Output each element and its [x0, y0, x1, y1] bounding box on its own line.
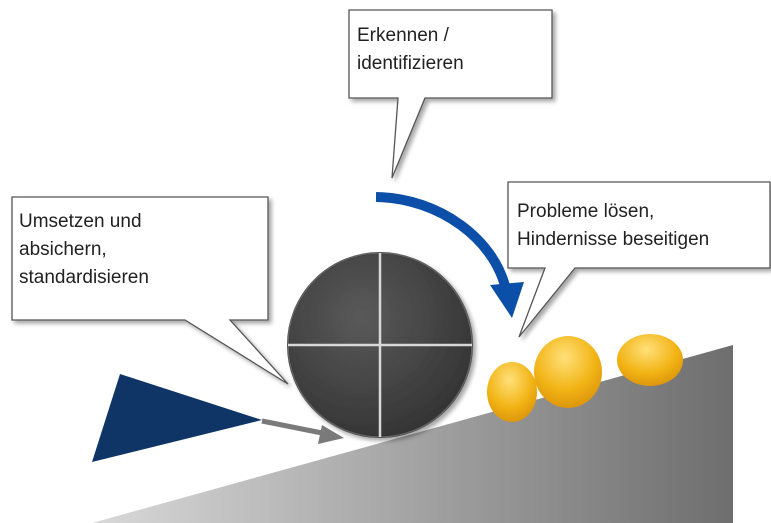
callout-text-standardize: Umsetzen und absichern, standardisieren — [19, 208, 149, 292]
wedge-stopper — [92, 374, 262, 462]
callout-line: absichern, — [19, 239, 107, 260]
obstacle-large — [534, 336, 602, 408]
callout-line: standardisieren — [19, 267, 149, 288]
callout-bubble-solve — [507, 181, 771, 338]
curved-arrow — [375, 192, 524, 318]
callout-line: Hindernisse beseitigen — [517, 229, 710, 250]
wheel — [287, 252, 473, 438]
callout-text-solve: Probleme lösen, Hindernisse beseitigen — [517, 198, 709, 254]
callout-text-identify: Erkennen / identifizieren — [357, 22, 464, 78]
obstacle-small — [487, 362, 537, 422]
callout-line: Erkennen / — [357, 25, 449, 46]
callout-line: Probleme lösen, — [517, 201, 655, 222]
obstacle-medium — [617, 334, 683, 386]
callout-line: Umsetzen und — [19, 211, 142, 232]
callout-bubble-standardize — [11, 196, 289, 385]
push-arrow — [261, 418, 344, 444]
callout-bubble-identify — [348, 9, 553, 179]
callout-line: identifizieren — [357, 53, 464, 74]
